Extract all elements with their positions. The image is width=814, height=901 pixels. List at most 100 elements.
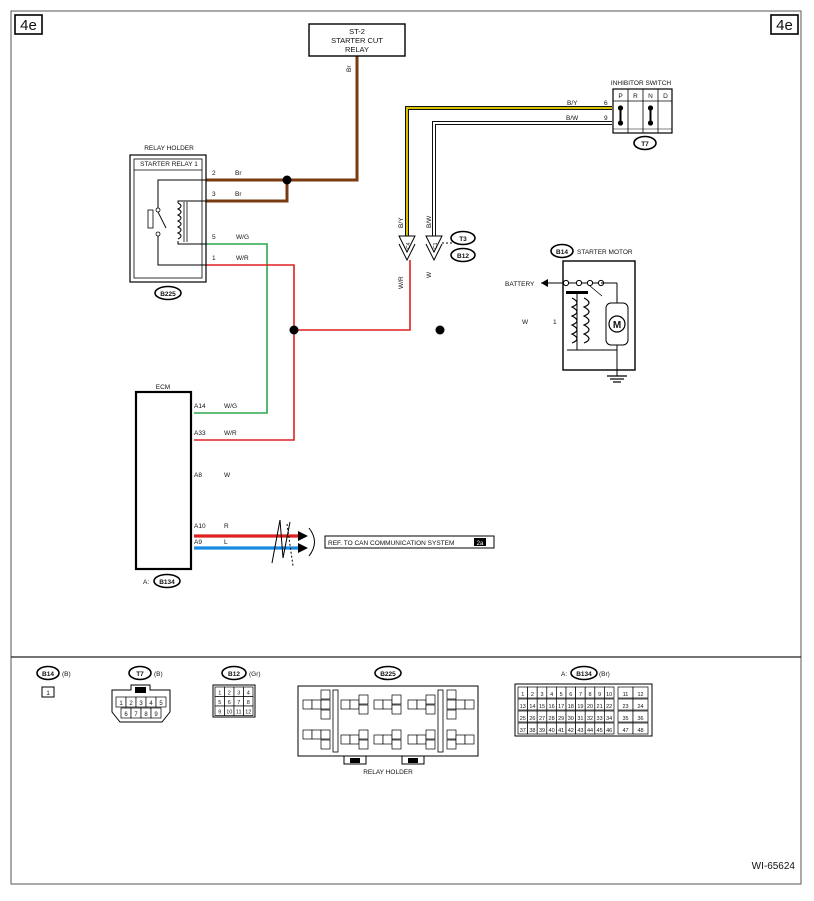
b225-cell — [311, 699, 322, 710]
b134-pin: 37 — [520, 728, 526, 734]
b225-cell — [446, 729, 457, 740]
b225-cell — [349, 699, 360, 710]
b225-cell — [425, 729, 436, 740]
b225-cell — [320, 729, 331, 740]
b134-pin: 34 — [606, 716, 612, 722]
b225-cell — [358, 739, 369, 750]
b225-cell — [320, 709, 331, 720]
splice-point — [435, 325, 445, 335]
ecm-connector-prefix: A: — [143, 579, 149, 586]
b225-cell — [358, 704, 369, 715]
wire-green — [194, 243, 268, 414]
b134-pin: 16 — [549, 704, 555, 710]
b12-pin: 6 — [228, 700, 231, 706]
b225-cell — [446, 699, 457, 710]
b225-cell — [349, 734, 360, 745]
b134-pin: 27 — [539, 716, 545, 722]
t7-pin: 9 — [154, 712, 158, 718]
wire-b-w — [433, 122, 612, 236]
b134-pin-cell — [604, 722, 615, 735]
ecm-wire-a10: R — [224, 523, 229, 530]
ecm-pin-a14: A14 — [194, 403, 206, 410]
wire-red-joint — [294, 260, 411, 331]
b134-pin: 12 — [637, 692, 643, 698]
ecm-wire-a8: W — [224, 472, 231, 479]
t7-pin: 8 — [144, 712, 148, 718]
t7-pin: 3 — [139, 701, 143, 707]
relay-connector-text: B225 — [160, 291, 176, 298]
b134-pin: 45 — [597, 728, 603, 734]
relay-connector-tag: B225 — [154, 285, 182, 301]
b225-cell — [455, 699, 466, 710]
conn-b225-tag: B225 — [374, 665, 402, 681]
b134-pin: 28 — [549, 716, 555, 722]
relay-pin-5: 5 — [212, 234, 216, 241]
b134-pin: 8 — [588, 692, 591, 698]
b134-pin: 46 — [606, 728, 612, 734]
b134-pin: 19 — [577, 704, 583, 710]
battery-label: BATTERY — [505, 281, 535, 288]
conn-b12-tag: B12 — [221, 665, 247, 681]
b134-pin-cell — [632, 722, 649, 735]
arrow-can-blue — [298, 543, 308, 553]
b134-pin-cell — [604, 710, 615, 723]
relay-pin-1: 1 — [212, 255, 216, 262]
b225-cell — [391, 704, 402, 715]
b134-pin: 18 — [568, 704, 574, 710]
b225-cell — [320, 739, 331, 750]
ecm-pin-a10: A10 — [194, 523, 206, 530]
st2-wire-label: Br — [346, 65, 353, 72]
page-tag-right-text: 4e — [776, 17, 793, 34]
b225-cell — [416, 699, 427, 710]
relay-wire-5: W/G — [236, 234, 249, 241]
joint-connector — [398, 235, 452, 262]
b225-cell — [464, 734, 475, 745]
page-tag-right: 4e — [770, 14, 799, 35]
ref-bracket — [308, 527, 315, 557]
b12-pin: 2 — [228, 691, 231, 697]
b134-pin-cell — [604, 698, 615, 711]
b225-cell — [446, 689, 457, 700]
b225-cell — [382, 699, 393, 710]
b12-pin: 5 — [218, 700, 221, 706]
b12-pin: 1 — [218, 691, 221, 697]
b225-cell — [446, 709, 457, 720]
inhibitor-pos-r: R — [633, 93, 638, 100]
conn-b225-footer: RELAY HOLDER — [363, 769, 413, 776]
b134-pin: 6 — [569, 692, 572, 698]
b225-cell — [302, 699, 313, 710]
relay-wire-2: Br — [235, 170, 242, 177]
joint-pin-c4: C4 — [406, 242, 412, 249]
relay-name: STARTER RELAY 1 — [140, 161, 198, 168]
t7-pin: 6 — [124, 712, 128, 718]
b12-pin: 10 — [226, 710, 232, 716]
b134-pin: 32 — [587, 716, 593, 722]
b225-cell — [358, 694, 369, 705]
b134-pin: 24 — [637, 704, 643, 710]
b134-pin: 44 — [587, 728, 593, 734]
conn-b134-color: (Br) — [599, 671, 610, 678]
b225-cell — [425, 704, 436, 715]
inhibitor-connector-tag: T7 — [633, 135, 657, 151]
b12-pin: 11 — [236, 710, 242, 716]
starter-pin-label: 1 — [553, 319, 557, 326]
ecm-wire-a9: L — [224, 539, 228, 546]
conn-b225-name: B225 — [380, 671, 396, 678]
inhibitor-switch: P R N D — [612, 88, 673, 134]
conn-t7-latch — [135, 687, 146, 693]
b134-pin: 47 — [622, 728, 628, 734]
b12-pin: 8 — [247, 700, 250, 706]
starter-motor-tag: B14 — [550, 243, 574, 259]
b134-pin: 20 — [587, 704, 593, 710]
b134-pin-cell — [604, 686, 615, 699]
b134-pin: 11 — [623, 692, 629, 698]
b225-cell — [391, 694, 402, 705]
b134-pin: 42 — [568, 728, 574, 734]
figure-id: WI-65624 — [752, 861, 796, 872]
joint-tag-b12: B12 — [450, 247, 476, 263]
ecm-pin-a8: A8 — [194, 472, 202, 479]
t7-pin: 7 — [134, 712, 138, 718]
b134-pin: 15 — [539, 704, 545, 710]
